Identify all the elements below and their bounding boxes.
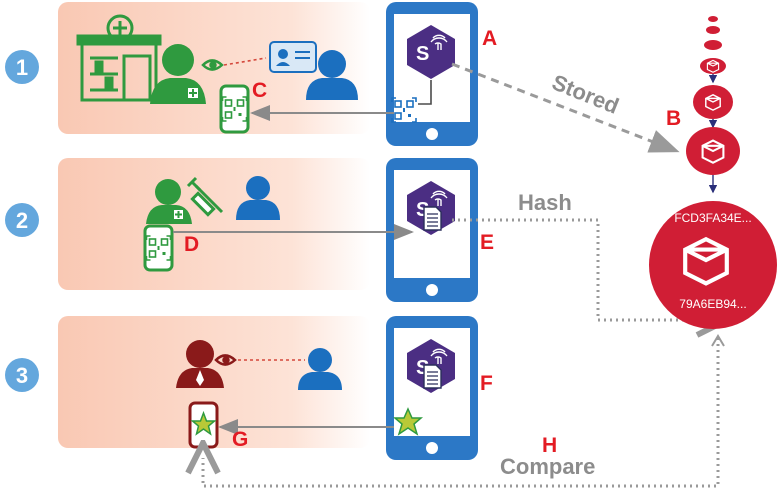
- patient-phone-green: [219, 84, 250, 134]
- holder-phone-3: [386, 316, 478, 460]
- eye-icon: [214, 354, 237, 366]
- compare-arrow: [203, 338, 720, 488]
- holder-phone-2: [386, 158, 478, 302]
- step-1-marker: 1: [5, 50, 39, 84]
- label-a: A: [482, 27, 497, 50]
- eye-icon: [201, 59, 224, 71]
- hash-value-bottom: 79A6EB94...: [679, 297, 746, 311]
- gaze-line: [223, 57, 267, 66]
- hash-label: Hash: [518, 190, 572, 215]
- label-b: B: [666, 107, 681, 130]
- stored-label: Stored: [548, 69, 622, 118]
- compare-up-arrowhead: [711, 334, 725, 347]
- hash-value-top: FCD3FA34E...: [674, 211, 751, 225]
- label-d: D: [184, 233, 199, 256]
- step-3-number: 3: [16, 363, 28, 388]
- verifier-phone: [188, 401, 219, 449]
- pharmacist-icon: [150, 44, 206, 104]
- stored-arrow: [451, 62, 680, 153]
- document-icon: [423, 206, 442, 231]
- blockchain: FCD3FA34E... 79A6EB94...: [649, 16, 777, 329]
- holder-phone-1: [386, 2, 478, 146]
- step-2-panel: [58, 158, 370, 290]
- step-1-number: 1: [16, 55, 28, 80]
- star-badge-icon: [392, 407, 424, 436]
- label-g: G: [232, 428, 248, 451]
- patient-icon: [236, 176, 280, 220]
- label-f: F: [480, 372, 493, 395]
- step-3-marker: 3: [5, 358, 39, 392]
- vaccine-phone-green: [143, 224, 174, 272]
- label-e: E: [480, 231, 494, 254]
- pharmacy-icon: [76, 14, 162, 102]
- nurse-icon: [146, 179, 192, 224]
- label-h: H: [542, 434, 557, 457]
- compare-label: Compare: [500, 454, 595, 479]
- step-2-number: 2: [16, 208, 28, 233]
- id-card-icon: [269, 41, 317, 73]
- holder-icon: [298, 348, 342, 390]
- document-icon: [423, 364, 442, 389]
- syringe-icon: [186, 176, 224, 217]
- step-2-marker: 2: [5, 203, 39, 237]
- hash-arrow: [452, 218, 712, 320]
- label-c: C: [252, 79, 267, 102]
- verifier-icon: [176, 340, 224, 388]
- star-badge-icon: [190, 410, 217, 436]
